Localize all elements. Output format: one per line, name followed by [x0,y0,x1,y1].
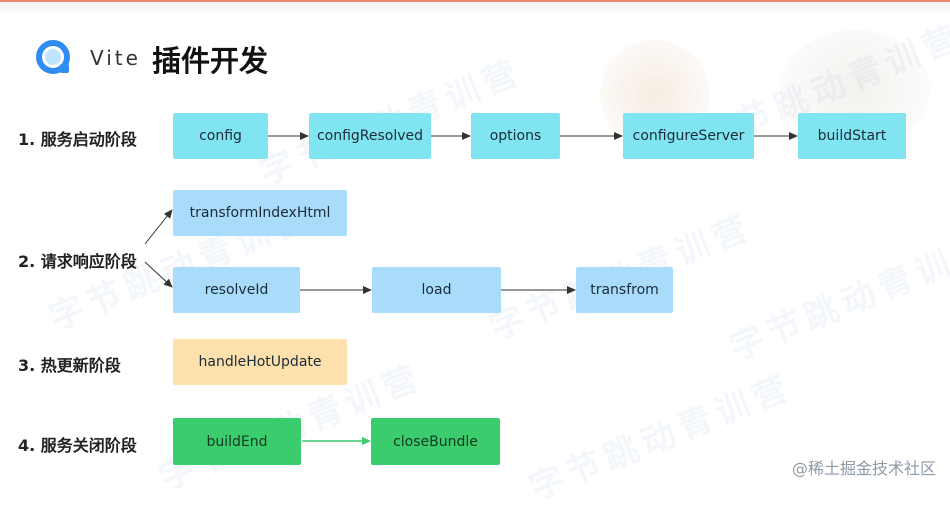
edge-stage2-transformindexhtml [144,209,173,245]
stage-label-hot-update: 3. 热更新阶段 [18,356,121,375]
node-resolveid: resolveId [173,267,300,313]
node-config: config [173,113,268,159]
node-configresolved: configResolved [309,113,431,159]
stage-label-request: 2. 请求响应阶段 [18,252,137,271]
brand-name: Vite [90,46,141,70]
node-handlehotupdate: handleHotUpdate [173,339,347,385]
top-border [0,0,950,16]
source-credit: @稀土掘金技术社区 [791,459,936,478]
page-title: 插件开发 [152,44,269,78]
node-transformindexhtml: transformIndexHtml [173,190,347,236]
node-transfrom: transfrom [576,267,673,313]
node-closebundle: closeBundle [371,418,500,465]
node-options: options [471,113,560,159]
flow-edges [144,132,798,445]
stage-label-shutdown: 4. 服务关闭阶段 [18,436,137,455]
node-buildstart: buildStart [798,113,906,159]
edge-stage2-resolveid [144,261,173,288]
vite-logo-icon [36,40,70,74]
node-buildend: buildEnd [173,418,301,465]
node-configureserver: configureServer [623,113,754,159]
node-load: load [372,267,501,313]
stage-label-startup: 1. 服务启动阶段 [18,130,137,149]
